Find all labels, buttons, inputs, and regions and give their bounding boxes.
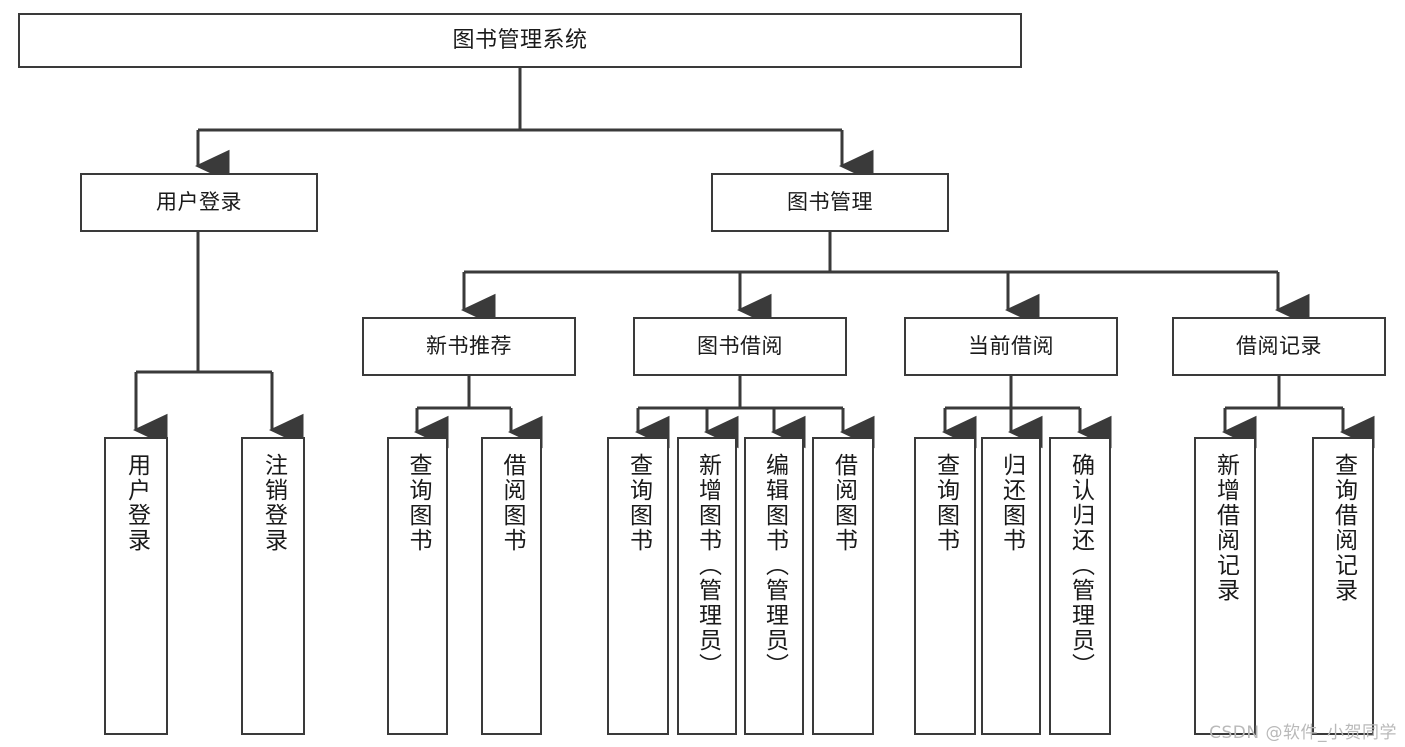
leaf-current-return-book[interactable]: 归还图书 xyxy=(981,437,1041,735)
node-label: 查询图书 xyxy=(405,453,431,553)
node-label: 编辑图书（管理员） xyxy=(761,453,788,678)
leaf-current-confirm-return-admin[interactable]: 确认归还（管理员） xyxy=(1049,437,1111,735)
leaf-user-login-login[interactable]: 用户登录 xyxy=(104,437,168,735)
leaf-recommend-query-book[interactable]: 查询图书 xyxy=(387,437,448,735)
node-current-borrow[interactable]: 当前借阅 xyxy=(904,317,1118,376)
node-label: 查询图书 xyxy=(932,453,959,553)
node-label: 用户登录 xyxy=(156,190,242,215)
node-borrow-record[interactable]: 借阅记录 xyxy=(1172,317,1386,376)
node-label: 借阅图书 xyxy=(499,453,525,553)
node-book-management[interactable]: 图书管理 xyxy=(711,173,949,232)
leaf-user-login-logout[interactable]: 注销登录 xyxy=(241,437,305,735)
node-label: 图书管理 xyxy=(787,190,873,215)
node-label: 新增借阅记录 xyxy=(1212,453,1239,603)
leaf-borrow-add-book-admin[interactable]: 新增图书（管理员） xyxy=(677,437,737,735)
node-label: 新增图书（管理员） xyxy=(694,453,721,678)
leaf-record-query-record[interactable]: 查询借阅记录 xyxy=(1312,437,1374,735)
node-label: 用户登录 xyxy=(123,453,150,553)
node-user-login[interactable]: 用户登录 xyxy=(80,173,318,232)
node-label: 归还图书 xyxy=(998,453,1025,553)
node-label: 新书推荐 xyxy=(426,334,512,359)
node-root-system[interactable]: 图书管理系统 xyxy=(18,13,1022,68)
node-label: 借阅图书 xyxy=(830,453,857,553)
node-label: 图书借阅 xyxy=(697,334,783,359)
node-new-book-recommend[interactable]: 新书推荐 xyxy=(362,317,576,376)
leaf-borrow-edit-book-admin[interactable]: 编辑图书（管理员） xyxy=(744,437,804,735)
leaf-record-add-record[interactable]: 新增借阅记录 xyxy=(1194,437,1256,735)
leaf-borrow-borrow-book[interactable]: 借阅图书 xyxy=(812,437,874,735)
leaf-recommend-borrow-book[interactable]: 借阅图书 xyxy=(481,437,542,735)
node-label: 查询借阅记录 xyxy=(1330,453,1357,603)
leaf-borrow-query-book[interactable]: 查询图书 xyxy=(607,437,669,735)
watermark-text: CSDN @软件_小贺同学 xyxy=(1209,723,1397,743)
node-label: 查询图书 xyxy=(625,453,652,553)
leaf-current-query-book[interactable]: 查询图书 xyxy=(914,437,976,735)
node-label: 当前借阅 xyxy=(968,334,1054,359)
node-label: 图书管理系统 xyxy=(452,27,588,53)
node-label: 注销登录 xyxy=(260,453,287,553)
node-book-borrow[interactable]: 图书借阅 xyxy=(633,317,847,376)
node-label: 确认归还（管理员） xyxy=(1067,453,1094,678)
node-label: 借阅记录 xyxy=(1236,334,1322,359)
